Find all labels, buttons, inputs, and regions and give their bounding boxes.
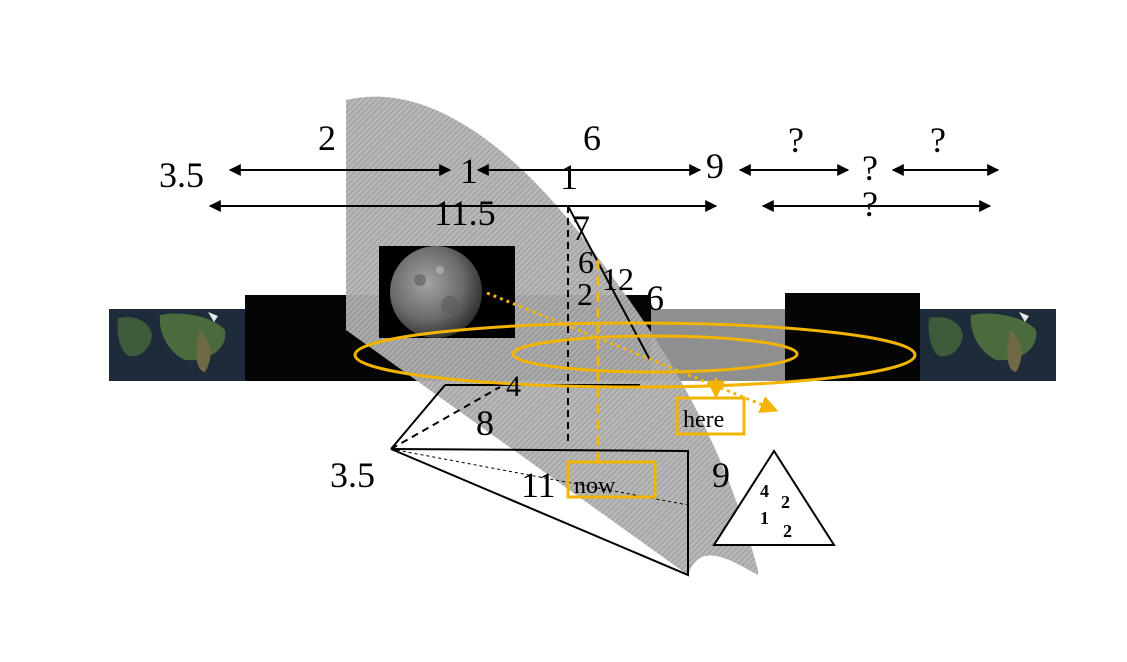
orbit-rings [353, 321, 917, 389]
label-q4: ? [862, 184, 878, 224]
label-q1: ? [788, 120, 804, 160]
label-q3: ? [862, 148, 878, 188]
label-9: 9 [706, 146, 724, 186]
label-6c: 6 [646, 278, 664, 318]
label-1a: 1 [460, 151, 478, 191]
label-2b: 2 [577, 276, 593, 312]
moon [390, 246, 482, 338]
triangle-1: 1 [760, 508, 769, 528]
label-1b: 1 [560, 157, 578, 197]
upper-arrows [208, 164, 1000, 212]
label-11: 11 [521, 465, 556, 505]
label-11-5: 11.5 [434, 193, 496, 233]
label-6: 6 [583, 118, 601, 158]
triangle-2b: 2 [783, 521, 792, 541]
sight-line-dotted [486, 291, 779, 413]
here-box [675, 396, 746, 436]
label-q2: ? [930, 120, 946, 160]
label-now: now [574, 473, 616, 499]
label-12: 12 [602, 261, 634, 297]
label-7: 7 [572, 208, 590, 248]
label-8: 8 [476, 403, 494, 443]
pyramid-lines [390, 205, 689, 577]
triangle-2a: 2 [781, 492, 790, 512]
label-4: 4 [506, 370, 521, 403]
label-2: 2 [318, 118, 336, 158]
world-map-right [920, 309, 1056, 381]
label-here: here [683, 407, 724, 433]
now-box [566, 460, 657, 499]
shadow-sweep [346, 96, 758, 575]
label-6b: 6 [578, 244, 594, 280]
label-3-5b: 3.5 [330, 455, 375, 495]
label-3-5: 3.5 [159, 155, 204, 195]
triangle-4: 4 [760, 481, 769, 501]
world-map-left [109, 309, 245, 381]
small-triangle [712, 449, 836, 546]
space-panel-right [785, 293, 920, 381]
label-9b: 9 [712, 455, 730, 495]
